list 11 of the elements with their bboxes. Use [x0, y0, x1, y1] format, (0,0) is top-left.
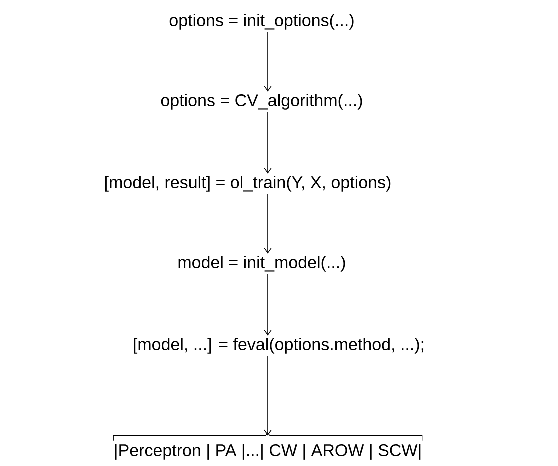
code-text: |Perceptron | PA |...| CW | AROW | SCW|: [115, 444, 421, 460]
arrow: [264, 32, 272, 92]
code-text: [model, result] = ol_train(Y, X, options): [106, 176, 391, 192]
arrow: [264, 356, 272, 436]
arrow: [264, 112, 272, 174]
code-text: options = init_options(...): [170, 14, 354, 30]
code-text: model = init_model(...): [178, 256, 346, 272]
code-text: [model, ...] = feval(options.method, ...);: [134, 338, 424, 354]
arrow: [264, 194, 272, 254]
arrow: [264, 274, 272, 336]
code-text: options = CV_algorithm(...): [161, 94, 362, 110]
